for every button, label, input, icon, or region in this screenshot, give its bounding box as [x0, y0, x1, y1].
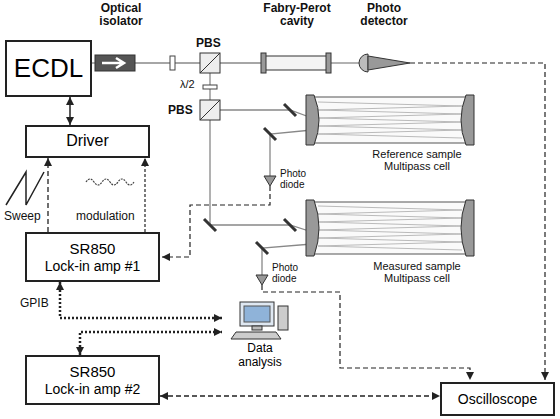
signal-connector — [160, 395, 440, 396]
part-label: GPIB — [20, 297, 56, 310]
signal-wire — [162, 186, 270, 257]
mirror — [264, 128, 276, 140]
signal-connector — [69, 97, 71, 125]
laser-box: ECDL — [5, 40, 92, 97]
optical-isolator — [95, 55, 135, 71]
part-label: PBS — [168, 104, 198, 117]
signal-connector — [60, 282, 222, 318]
part-label: PBS — [196, 37, 226, 50]
part-label: Photo detector — [348, 2, 420, 28]
optical-isolator — [102, 58, 124, 68]
node-text: Lock-in amp #1 — [45, 258, 141, 274]
computer-icon — [240, 302, 274, 326]
node-text: Lock-in amp #2 — [45, 381, 141, 397]
node-text: SR850 — [70, 240, 116, 257]
photo-detector — [359, 54, 410, 72]
sweep-waveform — [6, 172, 44, 205]
mirror — [204, 219, 216, 231]
lock-in-box: SR850Lock-in amp #1 — [25, 232, 160, 282]
oscilloscope-box: Oscilloscope — [440, 382, 555, 416]
fabry-perot-cavity — [261, 53, 266, 73]
node-text: SR850 — [70, 363, 116, 380]
part-label: modulation — [76, 210, 142, 223]
part-label: Fabry-Perot cavity — [256, 2, 338, 28]
multipass-cell — [461, 200, 474, 256]
computer-icon — [231, 332, 281, 339]
mirror — [256, 242, 268, 254]
driver-box: Driver — [25, 125, 150, 158]
signal-wire — [262, 285, 470, 380]
laser-beam — [330, 62, 360, 63]
beam-splitter-cube — [200, 53, 220, 120]
modulation-waveform — [86, 179, 134, 185]
photo-diode — [256, 275, 268, 285]
part-label: Measured sample Multipass cell — [352, 260, 482, 284]
beam-splitter-cube — [200, 100, 220, 120]
computer-node: Data analysis — [222, 300, 298, 380]
wave-plate — [170, 56, 175, 70]
part-label: Sweep — [4, 210, 44, 223]
node-text: Driver — [66, 132, 109, 150]
sweep-waveform — [6, 172, 44, 205]
mirror — [284, 219, 296, 231]
part-label: Photo diode — [272, 262, 312, 284]
beam-splitter-cube — [200, 100, 220, 120]
part-label: λ/2 — [180, 78, 202, 90]
node-text: Oscilloscope — [458, 391, 537, 407]
photo-detector — [368, 56, 410, 70]
mirror — [284, 104, 296, 116]
multipass-cell — [318, 102, 462, 138]
node-text: ECDL — [14, 54, 83, 84]
signal-connector — [80, 332, 222, 355]
multipass-cell — [312, 97, 468, 143]
part-label: Photo diode — [280, 168, 320, 190]
laser-beam — [220, 110, 312, 118]
computer-icon — [244, 306, 270, 322]
photo-diode — [264, 176, 276, 186]
laser-beam — [135, 62, 262, 63]
computer-icon — [278, 306, 288, 330]
multipass-cell — [306, 200, 319, 256]
modulation-waveform — [86, 179, 134, 185]
signal-connector — [144, 158, 145, 232]
fabry-perot-cavity — [326, 53, 331, 73]
beam-splitter-cube — [200, 53, 220, 73]
fabry-perot-cavity — [261, 53, 331, 73]
multipass-cell — [306, 95, 474, 256]
wave-plate — [203, 85, 217, 89]
lock-in-box: SR850Lock-in amp #2 — [25, 355, 160, 405]
multipass-cell — [306, 95, 319, 145]
photo-detector — [359, 54, 368, 72]
multipass-cell — [312, 202, 468, 254]
signal-wire — [162, 63, 545, 380]
fabry-perot-cavity — [264, 56, 328, 70]
multipass-cell — [318, 206, 462, 250]
part-label: Reference sample Multipass cell — [352, 148, 482, 172]
node-text: Data analysis — [226, 342, 294, 370]
beam-splitter-cube — [200, 53, 220, 73]
computer-icon — [252, 326, 262, 330]
optical-isolator — [95, 55, 135, 71]
computer-icon — [231, 302, 288, 339]
multipass-cell — [461, 95, 474, 145]
signal-connector — [47, 158, 48, 232]
part-label: Optical isolator — [84, 2, 158, 28]
